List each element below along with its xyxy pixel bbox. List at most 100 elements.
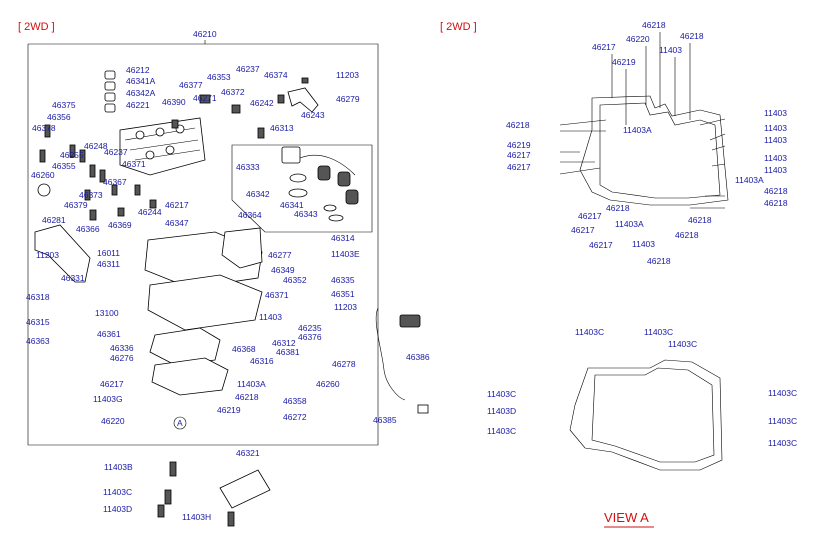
part-number-label: 46220 <box>101 416 125 426</box>
part-number-label: 46243 <box>301 110 325 120</box>
case-top-part-number-label: 46218 <box>642 20 666 30</box>
plate-46281 <box>34 224 91 283</box>
part-number-label: 46316 <box>250 356 274 366</box>
case-top-part-number-label: 46220 <box>626 34 650 44</box>
part-number-label: 13100 <box>95 308 119 318</box>
case-bottom-part-number-label: 11403C <box>644 327 673 337</box>
case-bottom-part-number-label: 11403C <box>768 438 797 448</box>
part-number-label: 46373 <box>79 190 103 200</box>
part-number-label: 46371 <box>265 290 289 300</box>
case-bottom-part-number-label: 11403C <box>487 426 516 436</box>
leader-line <box>699 118 726 126</box>
part-number-label: 46277 <box>268 250 292 260</box>
case-top-part-number-label: 46218 <box>675 230 699 240</box>
part-number-label: 46375 <box>52 100 76 110</box>
case-bottom-part-number-label: 11403C <box>768 416 797 426</box>
case-top-part-number-label: 11403A <box>615 219 644 229</box>
part-number-label: 46271 <box>193 93 217 103</box>
part-number-label: 46279 <box>336 94 360 104</box>
part-number-label: 46237 <box>104 147 128 157</box>
leader-line <box>559 119 607 126</box>
part-number-label: 46210 <box>193 29 217 39</box>
header-left: [ 2WD ] <box>18 21 55 33</box>
marker-a-circle <box>173 416 187 430</box>
part-number-label: 46281 <box>42 215 66 225</box>
part-number-label: 46355 <box>52 161 76 171</box>
part-number-label: 11403H <box>182 512 211 522</box>
part-number-label: 11403G <box>93 394 123 404</box>
case-top-part-number-label: 46218 <box>647 256 671 266</box>
part-number-label: 46315 <box>26 317 50 327</box>
case-top-part-number-label: 11403 <box>764 153 787 163</box>
part-number-label: 46372 <box>221 87 245 97</box>
bracket-46279 <box>287 87 319 113</box>
part-number-label: 46260 <box>316 379 340 389</box>
case-top-part-number-label: 46219 <box>507 140 531 150</box>
part-number-label: 11403E <box>331 249 360 259</box>
part-number-label: 46217 <box>100 379 124 389</box>
header-right: [ 2WD ] <box>440 21 477 33</box>
part-number-label: 46314 <box>331 233 355 243</box>
part-number-label: 46335 <box>331 275 355 285</box>
bottom-parts <box>157 461 271 527</box>
part-number-label: 46318 <box>26 292 50 302</box>
part-number-label: 11403C <box>103 487 132 497</box>
harness-46386 <box>375 307 429 414</box>
upper-valve-body <box>119 117 206 176</box>
main-assembly-frame <box>27 40 379 446</box>
part-number-label: 46363 <box>26 336 50 346</box>
part-number-label: 46244 <box>138 207 162 217</box>
case-top-part-number-label: 11403 <box>764 165 787 175</box>
part-number-label: 46369 <box>108 220 132 230</box>
case-top-view <box>579 95 729 206</box>
part-number-label: 46367 <box>103 177 127 187</box>
part-number-label: 46219 <box>217 405 241 415</box>
part-number-label: 46321 <box>236 448 260 458</box>
case-top-part-number-label: 46218 <box>680 31 704 41</box>
part-number-label: 46336 <box>110 343 134 353</box>
case-top-part-number-label: 46217 <box>507 162 531 172</box>
part-number-label: 46374 <box>264 70 288 80</box>
part-number-label: 46343 <box>294 209 318 219</box>
part-number-label: 46235 <box>298 323 322 333</box>
part-number-label: 46353 <box>207 72 231 82</box>
case-bottom-part-number-label: 11403D <box>487 406 516 416</box>
marker-a-text: A <box>177 418 183 428</box>
part-number-label: 46347 <box>165 218 189 228</box>
part-number-label: 11403A <box>237 379 266 389</box>
part-number-label: 46381 <box>276 347 300 357</box>
case-top-part-number-label: 46217 <box>507 150 531 160</box>
part-number-label: 46361 <box>97 329 121 339</box>
case-bottom-part-number-label: 11403C <box>768 388 797 398</box>
part-number-label: 46364 <box>238 210 262 220</box>
part-number-label: 46352 <box>283 275 307 285</box>
part-number-label: 46377 <box>179 80 203 90</box>
part-number-label: 46248 <box>84 141 108 151</box>
case-bottom-view <box>569 359 723 471</box>
part-number-label: 46378 <box>32 123 56 133</box>
part-number-label: 46385 <box>373 415 397 425</box>
case-bottom-part-number-label: 11403C <box>668 339 697 349</box>
part-number-label: 46376 <box>298 332 322 342</box>
part-number-label: 46349 <box>271 265 295 275</box>
part-number-label: 46276 <box>110 353 134 363</box>
part-number-label: 46390 <box>162 97 186 107</box>
part-number-label: 46331 <box>61 273 85 283</box>
part-number-label: 46358 <box>283 396 307 406</box>
case-top-part-number-label: 46218 <box>506 120 530 130</box>
part-number-label: 46313 <box>270 123 294 133</box>
part-number-label: 46221 <box>126 100 150 110</box>
leader-line <box>559 167 601 175</box>
case-top-part-number-label: 46217 <box>592 42 616 52</box>
part-number-label: 11403B <box>104 462 133 472</box>
part-number-label: 46312 <box>272 338 296 348</box>
part-number-label: 46242 <box>250 98 274 108</box>
case-top-part-number-label: 11403A <box>735 175 764 185</box>
part-number-label: 46366 <box>76 224 100 234</box>
part-number-label: 46333 <box>236 162 260 172</box>
part-number-label: 46218 <box>235 392 259 402</box>
part-number-label: 11203 <box>36 250 59 260</box>
part-number-label: 11203 <box>334 302 357 312</box>
case-top-part-number-label: 46218 <box>764 186 788 196</box>
